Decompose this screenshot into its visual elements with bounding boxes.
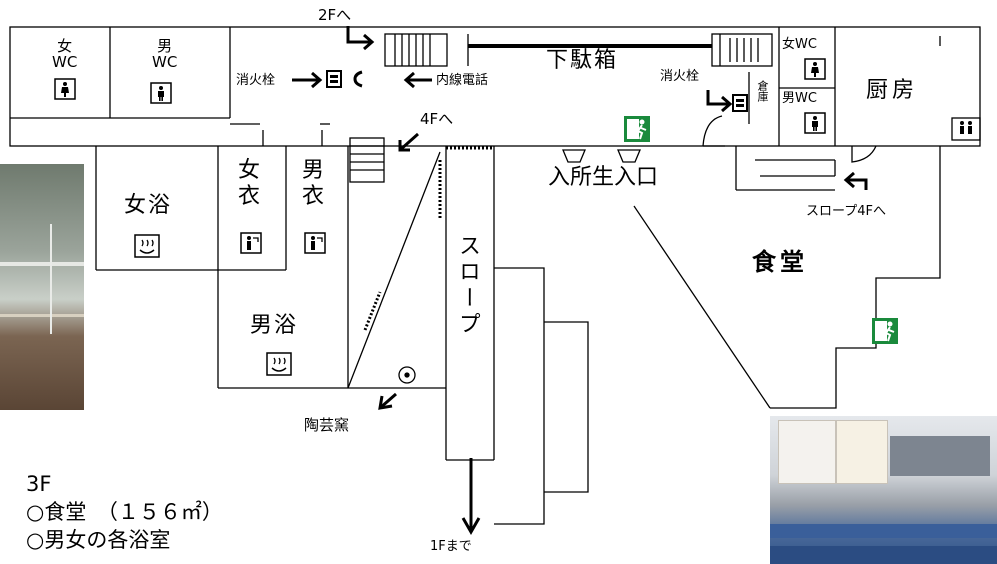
arrow-hydrant-right bbox=[706, 90, 730, 106]
womens-changing-label: 女 衣 bbox=[238, 158, 261, 209]
toilet-pair-icon bbox=[960, 121, 972, 134]
pottery-kiln-icon bbox=[398, 366, 416, 384]
hydrant-right-label: 消火栓 bbox=[660, 69, 700, 84]
bath-icon-mens bbox=[266, 352, 292, 376]
emergency-exit-icon-dining bbox=[872, 318, 898, 344]
womens-toilet-icon bbox=[54, 78, 76, 100]
arrow-slope-4f bbox=[846, 178, 868, 190]
fire-hydrant-icon-right bbox=[732, 94, 748, 112]
kitchen-label: 厨房 bbox=[866, 78, 919, 103]
pottery-kiln-label: 陶芸窯 bbox=[304, 416, 350, 434]
slope-to-4f-label: スロープ4Fへ bbox=[806, 204, 886, 219]
mens-changing-label: 男 衣 bbox=[302, 158, 325, 209]
slope-label: スロープ bbox=[455, 234, 480, 338]
storage-label: 倉庫 bbox=[756, 80, 769, 102]
legend-baths: ○男女の各浴室 bbox=[26, 528, 171, 552]
legend-dining-area: ○食堂 （１５６㎡） bbox=[26, 500, 223, 524]
mens-wc-right-label: 男WC bbox=[782, 91, 817, 106]
phone-icon bbox=[353, 70, 363, 88]
mens-wc-label: 男 WC bbox=[152, 37, 178, 71]
changing-room-icon bbox=[240, 232, 262, 254]
mens-toilet-icon-right bbox=[804, 112, 826, 134]
emergency-exit-icon bbox=[624, 116, 650, 142]
hydrant-left-label: 消火栓 bbox=[236, 73, 276, 88]
dining-photo bbox=[770, 416, 997, 564]
arrow-kiln bbox=[379, 392, 397, 410]
resident-entrance-label: 入所生入口 bbox=[548, 165, 659, 190]
to-2f-label: 2Fへ bbox=[318, 6, 352, 24]
arrow-to-2f bbox=[346, 26, 372, 44]
bath-icon bbox=[134, 234, 160, 258]
top-corridor-outline bbox=[9, 26, 981, 147]
mens-toilet-icon bbox=[150, 82, 172, 104]
womens-bath-label: 女浴 bbox=[124, 193, 173, 218]
womens-wc-label: 女 WC bbox=[52, 37, 78, 71]
womens-wc-right-label: 女WC bbox=[782, 37, 817, 52]
changing-room-icon-mens bbox=[304, 232, 326, 254]
fire-hydrant-icon bbox=[326, 70, 342, 88]
to-4f-label: 4Fへ bbox=[420, 110, 454, 128]
arrow-to-4f bbox=[399, 132, 419, 152]
mens-bath-label: 男浴 bbox=[250, 313, 299, 338]
womens-toilet-icon-right bbox=[804, 58, 826, 80]
shoe-box-label: 下駄箱 bbox=[546, 48, 619, 73]
floor-legend: 3F ○食堂 （１５６㎡） ○男女の各浴室 bbox=[26, 470, 223, 554]
dining-label: 食堂 bbox=[752, 248, 808, 276]
legend-floor: 3F bbox=[26, 472, 52, 496]
bathroom-photo bbox=[0, 164, 84, 410]
phone-label: 内線電話 bbox=[436, 73, 489, 88]
to-1f-label: 1Fまで bbox=[430, 539, 472, 554]
